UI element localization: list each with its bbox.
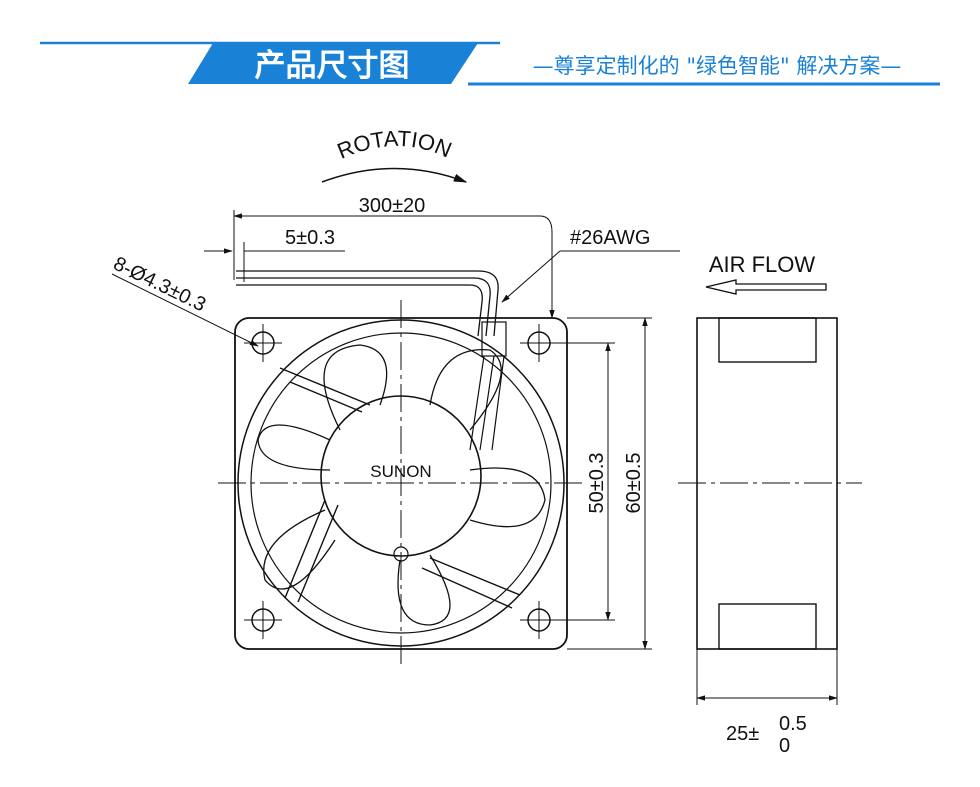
fan-front-view: SUNON: [218, 300, 582, 668]
header-slogan: —尊享定制化的 "绿色智能" 解决方案—: [533, 54, 902, 78]
mount-hole-bottom-left: [244, 601, 282, 639]
header-banner: 产品尺寸图 —尊享定制化的 "绿色智能" 解决方案—: [40, 41, 940, 86]
cable-length-label: 300±20: [359, 195, 426, 217]
thickness-lower-tol: 0: [779, 735, 790, 757]
fan-blades: [257, 344, 546, 626]
strip-length-label: 5±0.3: [285, 227, 335, 249]
mount-hole-top-left: [244, 324, 282, 362]
fan-struts: [279, 367, 521, 609]
frame-size-dimension: 60±0.5: [567, 317, 652, 650]
wire-gauge-label: #26AWG: [570, 227, 650, 249]
mount-hole-label: 8-Ø4.3±0.3: [110, 253, 209, 317]
strip-length-dimension: 5±0.3: [204, 227, 345, 282]
cable-length-dimension: 300±20: [233, 195, 555, 319]
frame-size-label: 60±0.5: [623, 452, 645, 513]
header-title: 产品尺寸图: [255, 48, 410, 84]
rotation-arrow: [321, 167, 468, 183]
rotation-indicator: ROTATION: [321, 126, 468, 183]
lead-wires: [236, 270, 507, 451]
side-bottom-slot: [718, 603, 817, 650]
thickness-dimension: 25± 0.5 0: [696, 649, 838, 757]
header-title-tab: [188, 43, 478, 84]
wire-gauge-callout: #26AWG: [501, 227, 680, 303]
hole-spacing-dimension: 50±0.3: [545, 342, 615, 621]
hole-spacing-label: 50±0.3: [586, 452, 608, 513]
side-top-slot: [718, 317, 817, 363]
thickness-upper-tol: 0.5: [779, 713, 807, 735]
fan-side-view: AIR FLOW: [678, 252, 862, 650]
rotation-label: ROTATION: [334, 126, 456, 164]
thickness-base-label: 25±: [726, 723, 759, 745]
airflow-label: AIR FLOW: [709, 252, 816, 277]
airflow-arrow: [705, 279, 827, 295]
